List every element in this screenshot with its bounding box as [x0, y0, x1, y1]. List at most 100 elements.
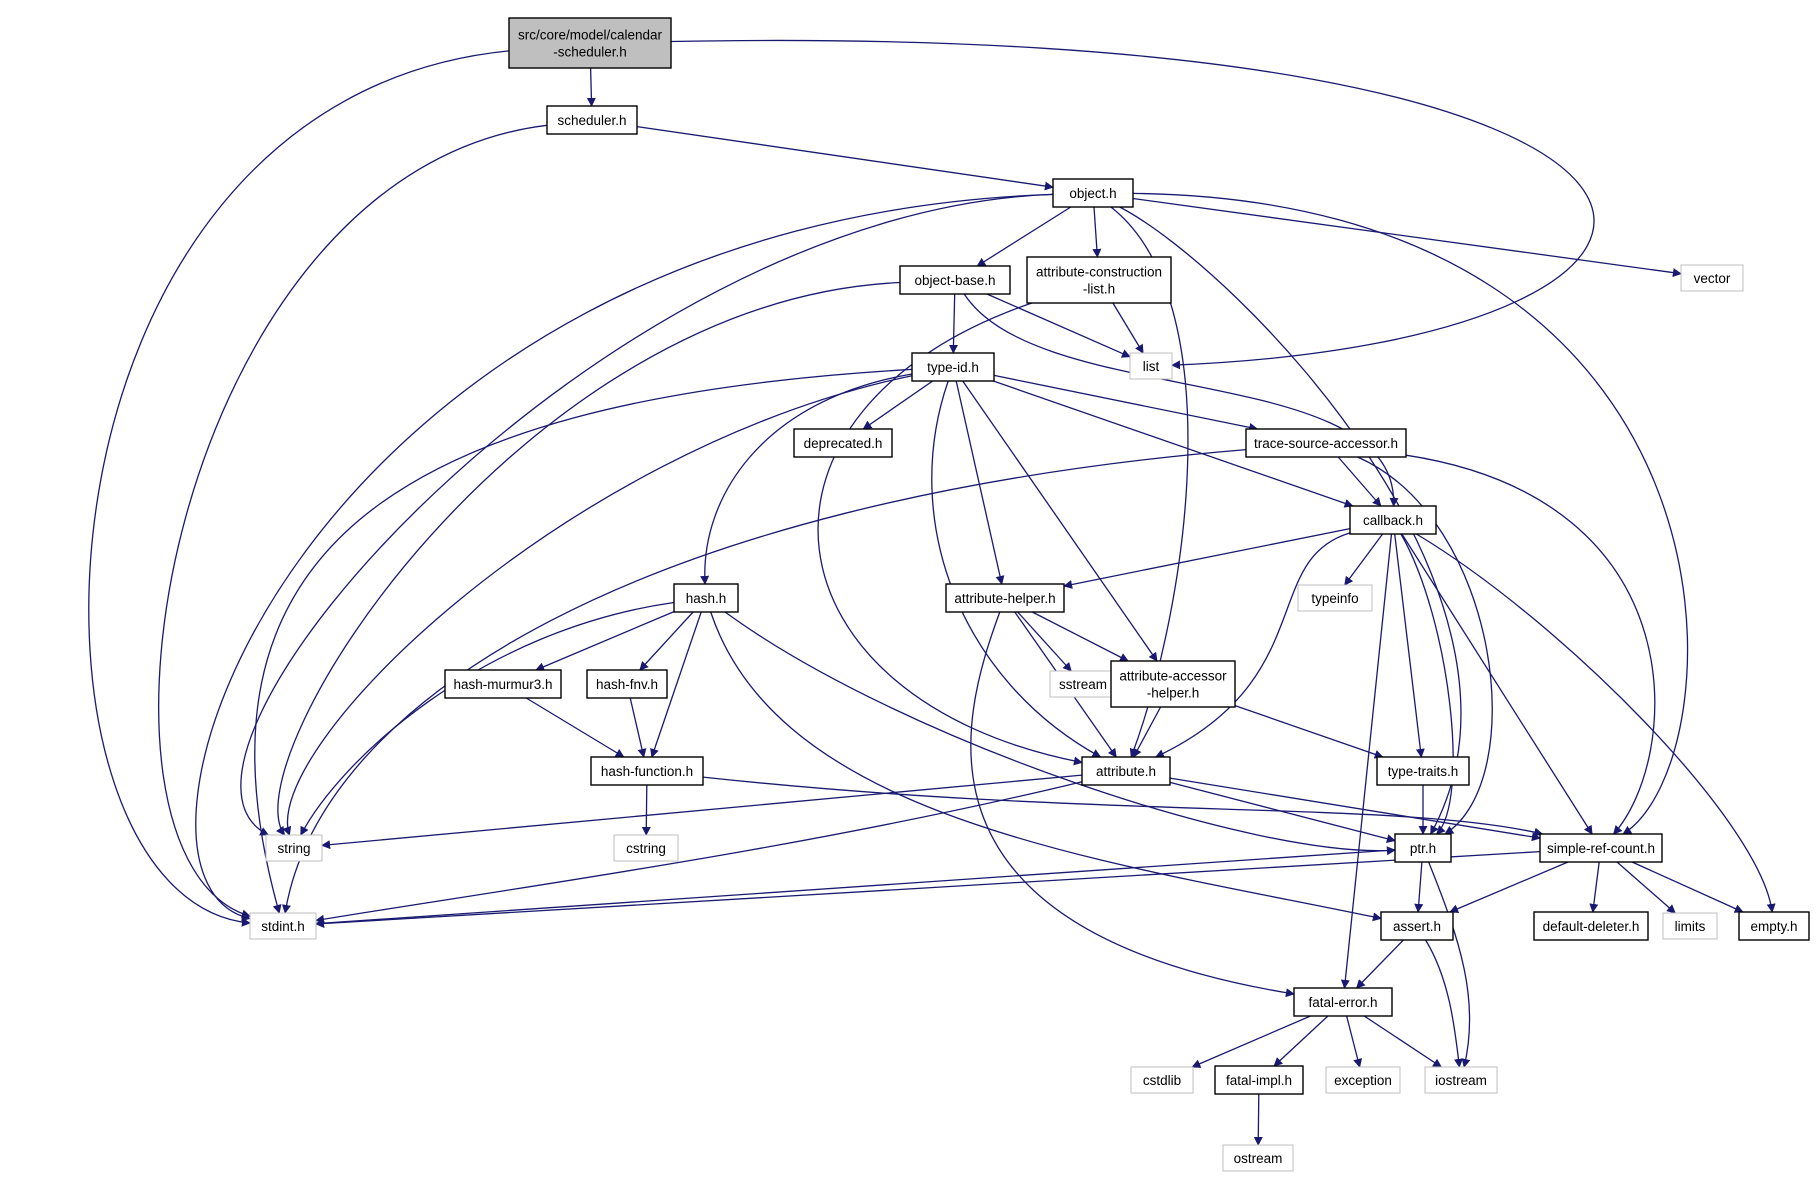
node-ostream: ostream: [1222, 1144, 1294, 1172]
edge-ptr-to-assert: [1414, 861, 1424, 913]
node-box-deprecated: [793, 428, 893, 458]
edge-callback-to-typeinfo: [1344, 533, 1384, 586]
edge-ptr-to-iostream: [1427, 861, 1471, 1068]
edges-layer: [88, 39, 1776, 1146]
edge-attr-helper-to-fatal-error: [970, 611, 1295, 998]
node-label-default-deleter: default-deleter.h: [1543, 919, 1640, 934]
node-trace-source[interactable]: trace-source-accessor.h: [1245, 428, 1407, 458]
node-stdint: stdint.h: [249, 912, 317, 940]
node-box-scheduler: [546, 105, 638, 135]
node-hash[interactable]: hash.h: [673, 583, 739, 613]
node-label-cstdlib: cstdlib: [1143, 1073, 1181, 1088]
node-box-cstring: [613, 834, 679, 862]
node-box-assert: [1380, 911, 1454, 941]
node-box-attribute: [1081, 756, 1171, 786]
node-label-trace-source: trace-source-accessor.h: [1254, 436, 1398, 451]
node-box-fatal-impl: [1214, 1065, 1304, 1095]
node-box-vector: [1680, 264, 1744, 292]
node-box-fatal-error: [1293, 987, 1393, 1017]
node-box-limits: [1662, 912, 1718, 940]
edge-object-base-to-type-id: [948, 293, 958, 354]
edge-object-to-simple-ref: [1132, 192, 1689, 835]
edge-trace-source-to-stdint: [281, 448, 1247, 914]
edge-object-base-to-string: [276, 281, 901, 836]
node-label-root: -scheduler.h: [553, 45, 627, 60]
node-box-type-id: [911, 352, 995, 382]
node-box-typeinfo: [1297, 584, 1373, 612]
node-ptr[interactable]: ptr.h: [1394, 833, 1452, 863]
node-root[interactable]: src/core/model/calendar-scheduler.h: [508, 17, 672, 69]
node-box-object-base: [899, 265, 1011, 295]
edge-simple-ref-to-empty: [1631, 861, 1744, 913]
edge-scheduler-to-stdint: [158, 124, 548, 919]
node-box-list: [1129, 352, 1173, 380]
node-object[interactable]: object.h: [1052, 178, 1134, 208]
node-box-cstdlib: [1130, 1066, 1194, 1094]
node-label-typeinfo: typeinfo: [1311, 591, 1358, 606]
edge-root-to-scheduler: [586, 67, 596, 107]
node-sstream: sstream: [1049, 670, 1117, 698]
edge-simple-ref-to-limits: [1616, 861, 1676, 914]
node-callback[interactable]: callback.h: [1349, 505, 1437, 535]
node-fatal-impl[interactable]: fatal-impl.h: [1214, 1065, 1304, 1095]
edge-callback-to-ptr: [1400, 533, 1454, 835]
node-default-deleter[interactable]: default-deleter.h: [1533, 911, 1649, 941]
edge-hash-to-hash-function: [650, 611, 702, 758]
node-iostream: iostream: [1424, 1066, 1498, 1094]
edge-assert-to-fatal-error: [1355, 939, 1404, 989]
node-box-attr-construction: [1026, 256, 1172, 304]
node-hash-fnv[interactable]: hash-fnv.h: [586, 669, 668, 699]
node-fatal-error[interactable]: fatal-error.h: [1293, 987, 1393, 1017]
node-object-base[interactable]: object-base.h: [899, 265, 1011, 295]
node-hash-function[interactable]: hash-function.h: [590, 756, 704, 786]
edge-type-id-to-trace-source: [993, 374, 1259, 432]
node-attr-helper[interactable]: attribute-helper.h: [945, 583, 1065, 613]
edge-callback-to-simple-ref: [1401, 533, 1593, 835]
node-simple-ref[interactable]: simple-ref-count.h: [1539, 833, 1663, 863]
edge-simple-ref-to-stdint: [315, 850, 1541, 929]
edge-hash-to-assert: [710, 611, 1382, 922]
node-assert[interactable]: assert.h: [1380, 911, 1454, 941]
node-exception: exception: [1325, 1066, 1401, 1094]
node-label-vector: vector: [1694, 271, 1731, 286]
node-label-cstring: cstring: [626, 841, 666, 856]
edge-simple-ref-to-default-deleter: [1589, 861, 1600, 913]
edge-object-to-vector: [1132, 197, 1682, 278]
node-label-object: object.h: [1069, 186, 1116, 201]
edge-type-id-to-hash: [700, 373, 913, 585]
nodes-layer: src/core/model/calendar-scheduler.h sched…: [249, 17, 1810, 1172]
edge-object-to-attr-construction: [1092, 206, 1102, 258]
node-type-id[interactable]: type-id.h: [911, 352, 995, 382]
node-label-hash-fnv: hash-fnv.h: [596, 677, 658, 692]
node-label-hash-murmur3: hash-murmur3.h: [453, 677, 552, 692]
edge-object-to-string: [240, 193, 1054, 836]
node-label-string: string: [277, 841, 310, 856]
edge-fatal-impl-to-ostream: [1253, 1093, 1263, 1146]
node-empty[interactable]: empty.h: [1738, 911, 1810, 941]
node-label-object-base: object-base.h: [914, 273, 995, 288]
edge-trace-source-to-callback: [1337, 456, 1382, 507]
node-attr-construction[interactable]: attribute-construction-list.h: [1026, 256, 1172, 304]
node-attr-accessor[interactable]: attribute-accessor-helper.h: [1110, 660, 1236, 708]
node-type-traits[interactable]: type-traits.h: [1376, 756, 1470, 786]
edge-attr-accessor-to-attribute: [1133, 706, 1162, 758]
node-cstdlib: cstdlib: [1130, 1066, 1194, 1094]
edge-callback-to-attr-helper: [1063, 527, 1351, 589]
node-string: string: [265, 834, 323, 862]
node-box-attr-accessor: [1110, 660, 1236, 708]
node-label-stdint: stdint.h: [261, 919, 305, 934]
node-deprecated[interactable]: deprecated.h: [793, 428, 893, 458]
node-label-deprecated: deprecated.h: [804, 436, 883, 451]
edge-hash-function-to-cstring: [641, 784, 651, 836]
node-box-hash-function: [590, 756, 704, 786]
node-box-empty: [1738, 911, 1810, 941]
node-scheduler[interactable]: scheduler.h: [546, 105, 638, 135]
node-attribute[interactable]: attribute.h: [1081, 756, 1171, 786]
edge-object-to-object-base: [976, 206, 1072, 267]
node-hash-murmur3[interactable]: hash-murmur3.h: [444, 669, 562, 699]
edge-callback-to-type-traits: [1394, 533, 1425, 758]
node-box-hash-murmur3: [444, 669, 562, 699]
edge-fatal-error-to-exception: [1345, 1015, 1363, 1068]
edge-root-to-list: [670, 39, 1595, 370]
